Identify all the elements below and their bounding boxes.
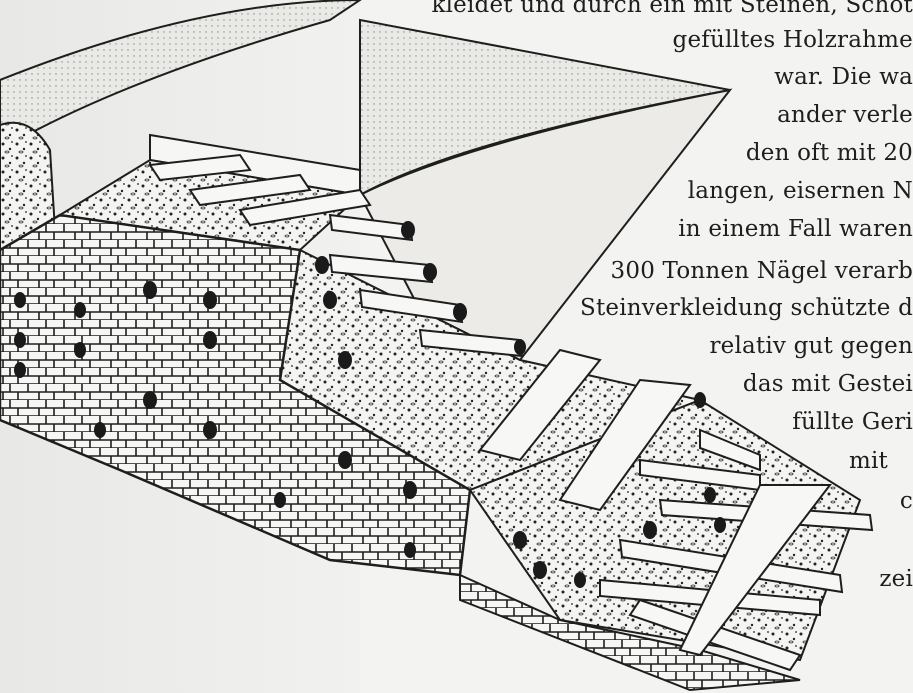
stone-wall: [0, 213, 801, 692]
timber-beams: [148, 153, 874, 672]
caption-line: kleidet und durch ein mit Steinen, Schot: [431, 0, 913, 18]
caption-line: relativ gut gegen: [709, 333, 913, 359]
caption-line: Steinverkleidung schützte d: [580, 295, 913, 321]
caption-line: war. Die wa: [774, 64, 913, 90]
beam-ends: [14, 221, 726, 588]
rubble-mound: [0, 121, 57, 252]
caption-line: gefülltes Holzrahme: [672, 27, 913, 53]
caption-line: ander verle: [777, 102, 913, 128]
caption-line: langen, eisernen N: [687, 178, 913, 204]
caption-line: c: [899, 488, 913, 514]
caption-line: zei: [879, 566, 913, 592]
caption-line: den oft mit 20: [745, 140, 913, 166]
caption-line: füllte Geri: [792, 409, 913, 435]
caption-line: 300 Tonnen Nägel verarb: [610, 258, 913, 284]
earth-bank: [0, 0, 733, 362]
caption-line: in einem Fall waren: [678, 216, 913, 242]
caption-line: mit: [848, 448, 888, 474]
caption-line: das mit Gestei: [742, 371, 913, 397]
